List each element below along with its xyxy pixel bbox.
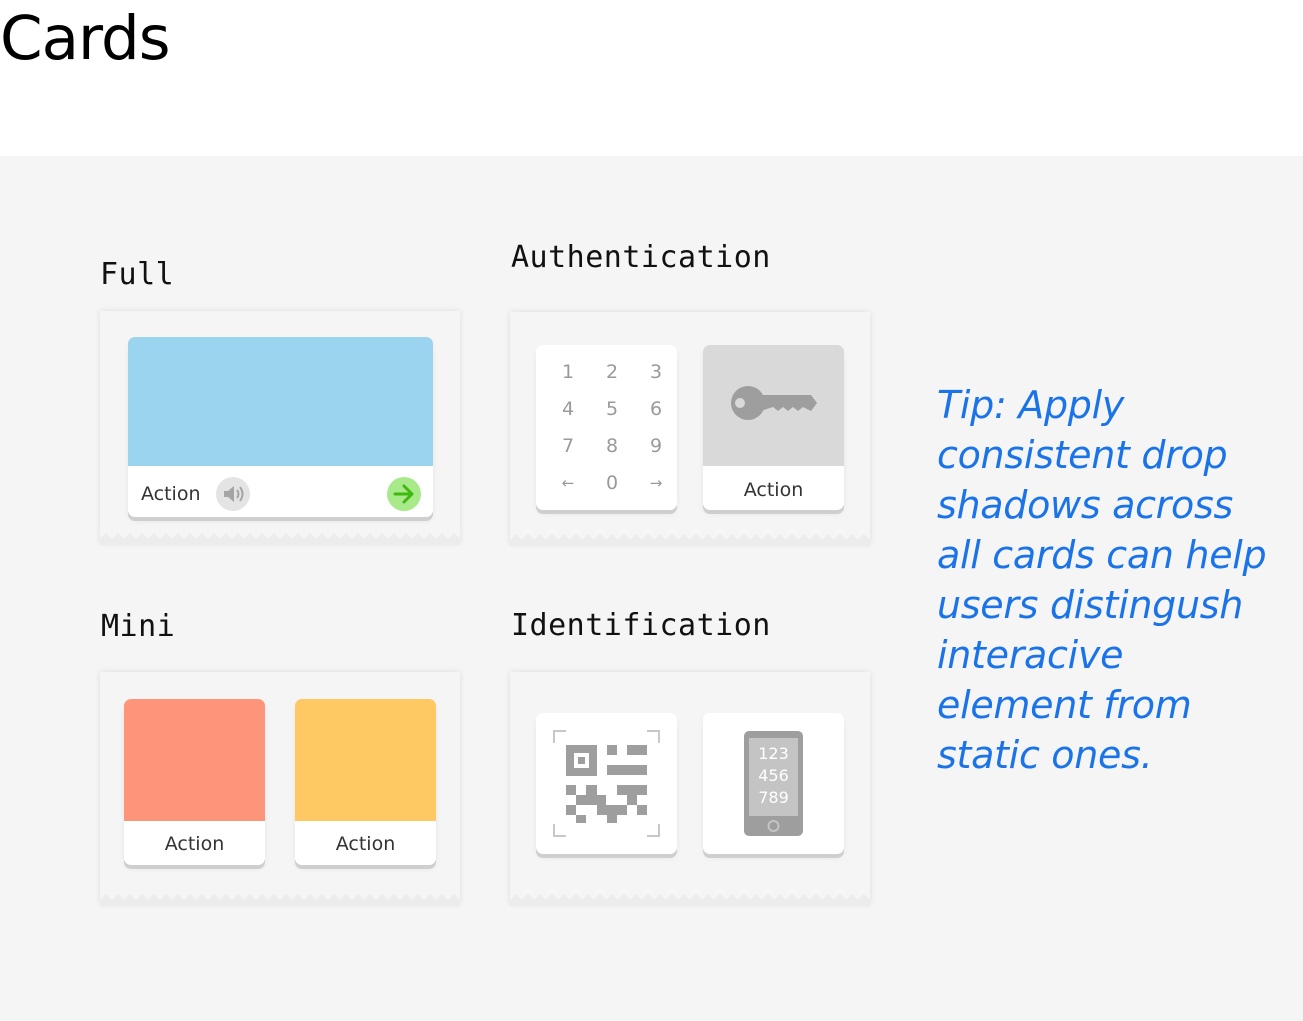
qr-code-icon xyxy=(553,730,660,837)
keypad-card[interactable]: 1 2 3 4 5 6 7 8 9 ← 0 → xyxy=(536,345,677,510)
tray-full: Action xyxy=(100,311,460,545)
keypad-key[interactable]: 1 xyxy=(561,361,575,383)
mini-card-2[interactable]: Action xyxy=(295,699,436,865)
mini-card-1-action-label: Action xyxy=(164,833,225,855)
tip-text: Tip: Apply consistent drop shadows acros… xyxy=(937,383,1267,777)
full-card[interactable]: Action xyxy=(128,337,433,517)
tray-mini: Action Action xyxy=(100,672,460,906)
keypad-key[interactable]: 3 xyxy=(649,361,663,383)
page-title: Cards xyxy=(0,3,170,74)
keypad-key-back[interactable]: ← xyxy=(561,474,575,492)
phone-icon xyxy=(744,731,803,836)
arrow-right-icon[interactable] xyxy=(387,477,421,511)
phone-code-line: 789 xyxy=(758,788,789,807)
mini-card-1-image xyxy=(124,699,265,821)
mini-card-2-action-label: Action xyxy=(335,833,396,855)
section-label-identification: Identification xyxy=(511,608,771,643)
keypad-key[interactable]: 4 xyxy=(561,398,575,420)
tray-zigzag xyxy=(510,534,870,546)
cards-canvas: Full Action Authen xyxy=(0,156,1303,1021)
speaker-icon[interactable] xyxy=(216,477,250,511)
keypad-key[interactable]: 0 xyxy=(605,472,619,494)
phone-code-line: 123 xyxy=(758,744,789,763)
key-card[interactable]: Action xyxy=(703,345,844,510)
tray-zigzag xyxy=(100,894,460,906)
mini-card-2-image xyxy=(295,699,436,821)
phone-card[interactable]: 123 456 789 xyxy=(703,713,844,854)
qr-card[interactable] xyxy=(536,713,677,854)
section-label-full: Full xyxy=(100,257,175,292)
keypad-key[interactable]: 7 xyxy=(561,435,575,457)
full-card-action-label: Action xyxy=(141,483,201,505)
tray-identification: 123 456 789 xyxy=(510,672,870,906)
tray-zigzag xyxy=(510,894,870,906)
full-card-image xyxy=(128,337,433,466)
phone-code-line: 456 xyxy=(758,766,789,785)
section-label-mini: Mini xyxy=(101,609,176,644)
key-card-action-label: Action xyxy=(743,479,804,501)
keypad-key[interactable]: 6 xyxy=(649,398,663,420)
keypad: 1 2 3 4 5 6 7 8 9 ← 0 → xyxy=(546,359,666,496)
section-label-authentication: Authentication xyxy=(511,240,771,275)
mini-card-1[interactable]: Action xyxy=(124,699,265,865)
keypad-key[interactable]: 9 xyxy=(649,435,663,457)
keypad-key[interactable]: 8 xyxy=(605,435,619,457)
keypad-key[interactable]: 5 xyxy=(605,398,619,420)
keypad-key[interactable]: 2 xyxy=(605,361,619,383)
key-card-image xyxy=(703,345,844,466)
keypad-key-forward[interactable]: → xyxy=(649,474,663,492)
key-icon xyxy=(731,386,817,420)
tray-authentication: 1 2 3 4 5 6 7 8 9 ← 0 → xyxy=(510,312,870,546)
tray-zigzag xyxy=(100,533,460,545)
